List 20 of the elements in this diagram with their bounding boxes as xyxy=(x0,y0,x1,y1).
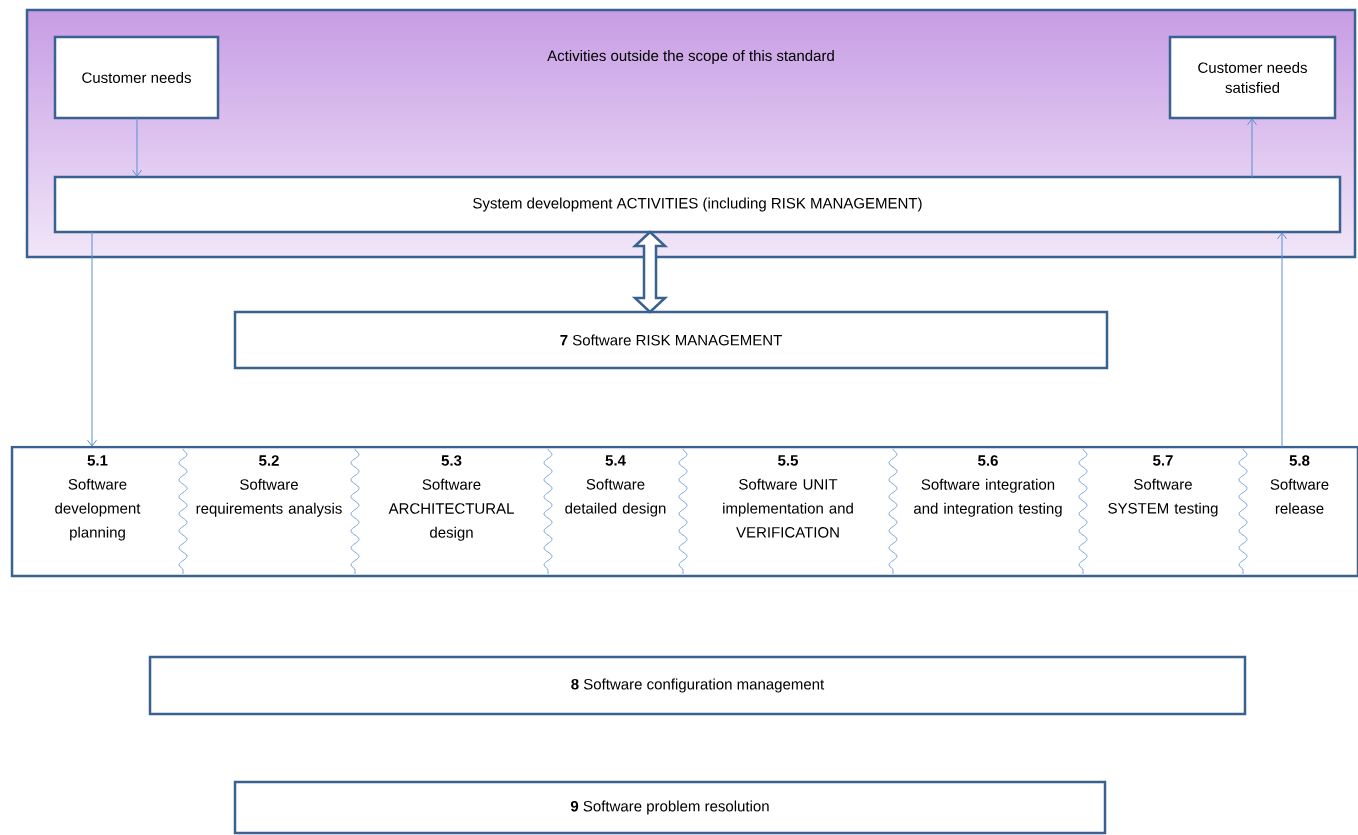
process-strip xyxy=(10,445,1358,578)
arrow xyxy=(1277,232,1287,448)
arrow xyxy=(1247,118,1257,178)
double-arrow xyxy=(631,230,669,314)
process-box: Customer needs satisfied xyxy=(1168,35,1337,120)
process-box: 9 Software problem resolution xyxy=(233,780,1107,835)
process-box: System development ACTIVITIES (including RISK MANAGEMENT) xyxy=(53,175,1342,234)
stage-label: 5.7 Software SYSTEM testing xyxy=(1108,455,1218,517)
stage-label: 5.1 Software development planning xyxy=(55,455,141,541)
stage-label: 5.6 Software integration and integration testing xyxy=(914,455,1062,517)
stage-label: 5.4 Software detailed design xyxy=(565,455,666,517)
stage-label: 5.3 Software ARCHITECTURAL design xyxy=(388,455,514,541)
process-box: 7 Software RISK MANAGEMENT xyxy=(233,310,1109,370)
process-box: Customer needs xyxy=(53,35,220,120)
stage-label: 5.2 Software requirements analysis xyxy=(196,455,342,517)
stage-label: 5.5 Software UNIT implementation and VERIFICATION xyxy=(723,455,853,538)
process-box: 8 Software configuration management xyxy=(148,655,1247,716)
arrow xyxy=(132,117,142,177)
arrow xyxy=(87,231,97,447)
stage-label: 5.8 Software release xyxy=(1270,455,1329,514)
